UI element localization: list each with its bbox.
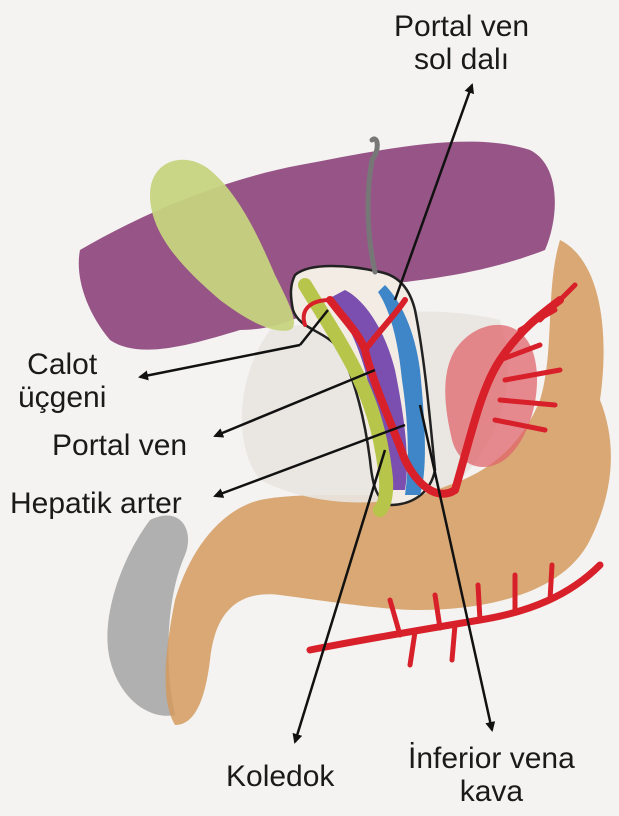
label-portal-vein: Portal ven (52, 429, 187, 462)
label-hepatic-artery: Hepatik arter (10, 487, 182, 520)
label-calot-triangle-line1: Calot (18, 348, 106, 381)
label-left-portal-branch-line2: sol dalı (394, 43, 529, 76)
label-inferior-vena-cava-line2: kava (408, 775, 575, 808)
label-inferior-vena-cava: İnferior vena kava (408, 742, 575, 808)
label-left-portal-branch: Portal ven sol dalı (394, 10, 529, 76)
label-common-bile-duct: Koledok (226, 760, 334, 793)
label-inferior-vena-cava-line1: İnferior vena (408, 742, 575, 775)
label-calot-triangle-line2: üçgeni (18, 381, 106, 414)
label-left-portal-branch-line1: Portal ven (394, 10, 529, 43)
label-calot-triangle: Calot üçgeni (18, 348, 106, 414)
